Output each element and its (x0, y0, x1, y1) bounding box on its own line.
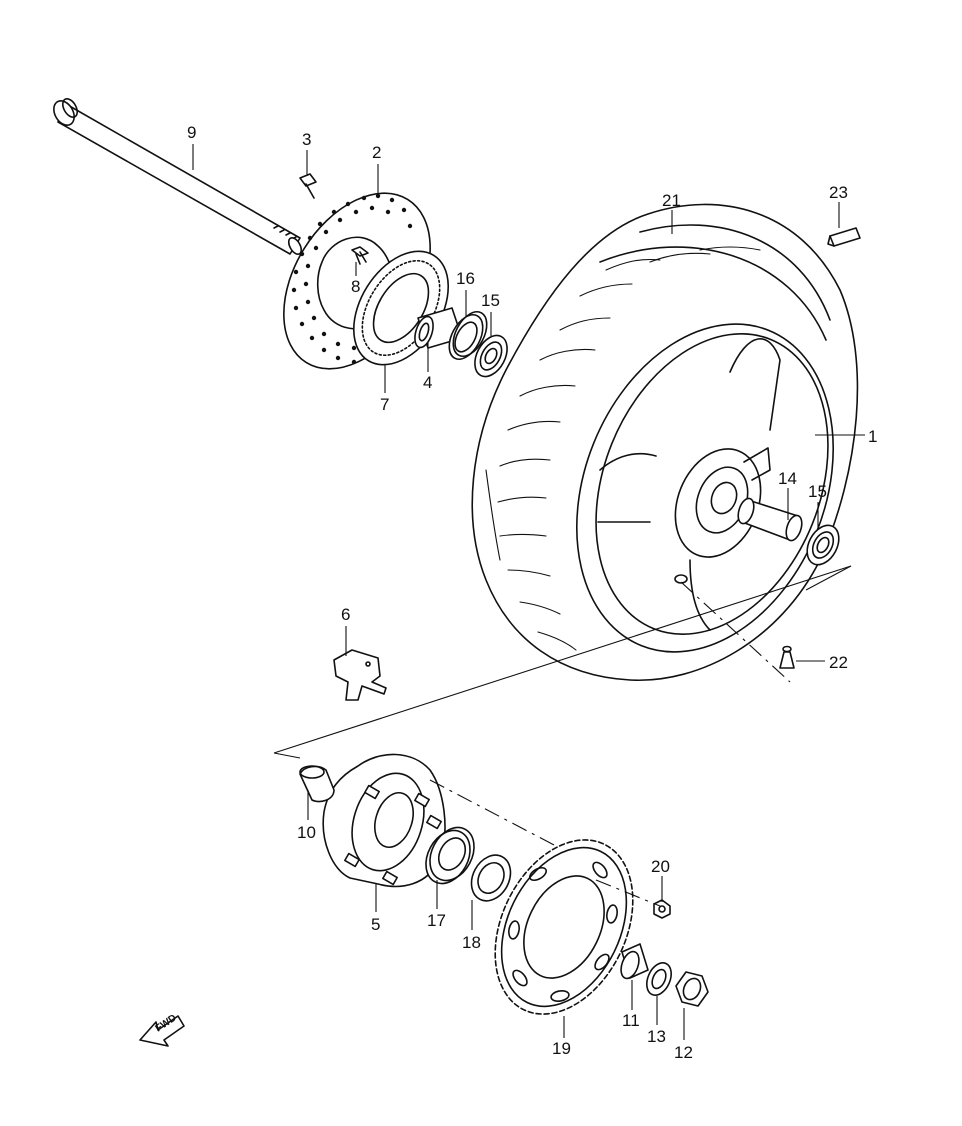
sensor-bracket (333, 649, 387, 701)
axle-nut (675, 971, 709, 1007)
sprocket-nut (653, 899, 671, 919)
callout-labels: 1 2 3 4 5 6 7 8 9 10 11 12 13 14 15 15 1… (187, 123, 877, 1062)
callout-1: 1 (868, 427, 877, 446)
carrier-studs (344, 784, 442, 886)
callout-leaders (192, 144, 865, 1040)
callout-18: 18 (462, 933, 481, 952)
callout-23: 23 (829, 183, 848, 202)
assembly-lines (273, 565, 852, 907)
callout-3: 3 (302, 130, 311, 149)
carrier-oil-seal (470, 854, 512, 902)
sensor-ring-bolt (351, 246, 369, 265)
bearing-right (806, 524, 840, 566)
dust-seal (448, 311, 488, 360)
callout-14: 14 (778, 469, 797, 488)
rear-sprocket (494, 839, 634, 1015)
callout-10: 10 (297, 823, 316, 842)
sprocket-slots (508, 861, 618, 1002)
sprocket-carrier (322, 753, 446, 888)
callout-21: 21 (662, 191, 681, 210)
tire-tread (485, 246, 761, 651)
balance-weight (827, 227, 861, 247)
callout-6: 6 (341, 605, 350, 624)
wheel-spokes (597, 338, 781, 631)
callout-13: 13 (647, 1027, 666, 1046)
callout-11: 11 (622, 1011, 640, 1030)
callout-5: 5 (371, 915, 380, 934)
axle (53, 98, 303, 255)
callout-15-left: 15 (481, 291, 500, 310)
callout-12: 12 (674, 1043, 693, 1062)
callout-9: 9 (187, 123, 196, 142)
callout-22: 22 (829, 653, 848, 672)
callout-16: 16 (456, 269, 475, 288)
callout-7: 7 (380, 395, 389, 414)
tire-valve (779, 645, 795, 669)
axle-collar (737, 497, 803, 542)
callout-2: 2 (372, 143, 381, 162)
cush-damper (299, 765, 335, 803)
callout-8: 8 (351, 277, 360, 296)
bearing-left (474, 334, 508, 378)
callout-17: 17 (427, 911, 446, 930)
rear-wheel-assembly (471, 203, 859, 681)
disc-bolt (299, 173, 317, 199)
callout-4: 4 (423, 373, 432, 392)
callout-20: 20 (651, 857, 670, 876)
carrier-spacer (620, 943, 649, 980)
callout-15-right: 15 (808, 482, 827, 501)
disc-holes (291, 193, 413, 365)
carrier-bearing (425, 826, 475, 885)
forward-direction-arrow: FWD (139, 1013, 185, 1047)
callout-19: 19 (552, 1039, 571, 1058)
washer (646, 962, 672, 996)
